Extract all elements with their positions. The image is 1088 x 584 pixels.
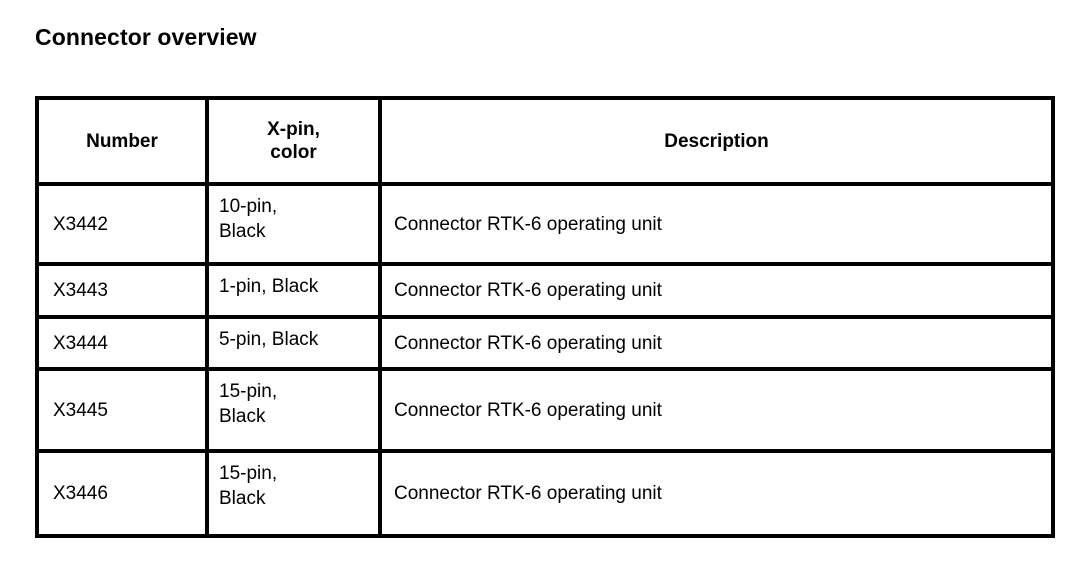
cell-xpin-color: 10-pin, Black (205, 182, 382, 266)
cell-description-value: Connector RTK-6 operating unit (394, 213, 662, 235)
connector-overview-table: Number X-pin, color Description X3442 (35, 96, 1055, 538)
cell-xpin-color: 5-pin, Black (205, 315, 382, 371)
column-header-description: Description (378, 96, 1055, 186)
cell-xpin-color: 15-pin, Black (205, 449, 382, 538)
column-header-xpin-line2: color (270, 142, 317, 163)
column-header-number: Number (35, 96, 209, 186)
cell-xpin-color-value: 15-pin, Black (209, 453, 378, 511)
connector-overview-table-container: Number X-pin, color Description X3442 (35, 96, 1055, 538)
cell-number-value: X3445 (53, 399, 108, 421)
table-row: X3442 10-pin, Black Connector RTK-6 oper… (35, 182, 1055, 266)
cell-number-value: X3446 (53, 483, 108, 504)
cell-description: Connector RTK-6 operating unit (378, 449, 1055, 538)
cell-number: X3444 (35, 315, 209, 371)
cell-description: Connector RTK-6 operating unit (378, 262, 1055, 319)
page-title: Connector overview (35, 24, 257, 50)
cell-xpin-line2: Black (219, 488, 266, 509)
cell-xpin-color-value: 10-pin, Black (209, 186, 378, 244)
cell-xpin-line2: Black (219, 221, 266, 242)
table-row: X3444 5-pin, Black Connector RTK-6 opera… (35, 315, 1055, 371)
cell-description-value: Connector RTK-6 operating unit (394, 332, 662, 354)
table-row: X3443 1-pin, Black Connector RTK-6 opera… (35, 262, 1055, 319)
table-row: X3445 15-pin, Black Connector RTK-6 oper… (35, 367, 1055, 453)
cell-description: Connector RTK-6 operating unit (378, 315, 1055, 371)
cell-xpin-color-value: 1-pin, Black (219, 276, 319, 297)
cell-number-value: X3444 (53, 332, 108, 354)
table-header-row: Number X-pin, color Description (35, 96, 1055, 186)
column-header-xpin-color: X-pin, color (205, 96, 382, 186)
cell-description: Connector RTK-6 operating unit (378, 367, 1055, 453)
cell-number-value: X3442 (53, 213, 108, 235)
cell-description: Connector RTK-6 operating unit (378, 182, 1055, 266)
cell-xpin-line2: Black (219, 406, 266, 427)
column-header-number-label: Number (86, 130, 158, 152)
column-header-description-label: Description (664, 130, 769, 152)
cell-number: X3446 (35, 449, 209, 538)
cell-number: X3445 (35, 367, 209, 453)
column-header-xpin-color-label: X-pin, color (209, 118, 378, 164)
cell-xpin-line1: 15-pin, (219, 381, 278, 402)
cell-xpin-color: 1-pin, Black (205, 262, 382, 319)
cell-xpin-color-value: 5-pin, Black (219, 329, 319, 350)
cell-xpin-color: 15-pin, Black (205, 367, 382, 453)
cell-number-value: X3443 (53, 280, 108, 301)
cell-xpin-color-value: 15-pin, Black (209, 371, 378, 429)
cell-description-value: Connector RTK-6 operating unit (394, 399, 662, 421)
cell-number: X3442 (35, 182, 209, 266)
cell-xpin-line1: 10-pin, (219, 196, 278, 217)
cell-description-value: Connector RTK-6 operating unit (394, 280, 662, 301)
cell-number: X3443 (35, 262, 209, 319)
column-header-xpin-line1: X-pin, (267, 119, 320, 140)
table-row: X3446 15-pin, Black Connector RTK-6 oper… (35, 449, 1055, 538)
cell-xpin-line1: 15-pin, (219, 463, 278, 484)
cell-description-value: Connector RTK-6 operating unit (394, 483, 662, 504)
